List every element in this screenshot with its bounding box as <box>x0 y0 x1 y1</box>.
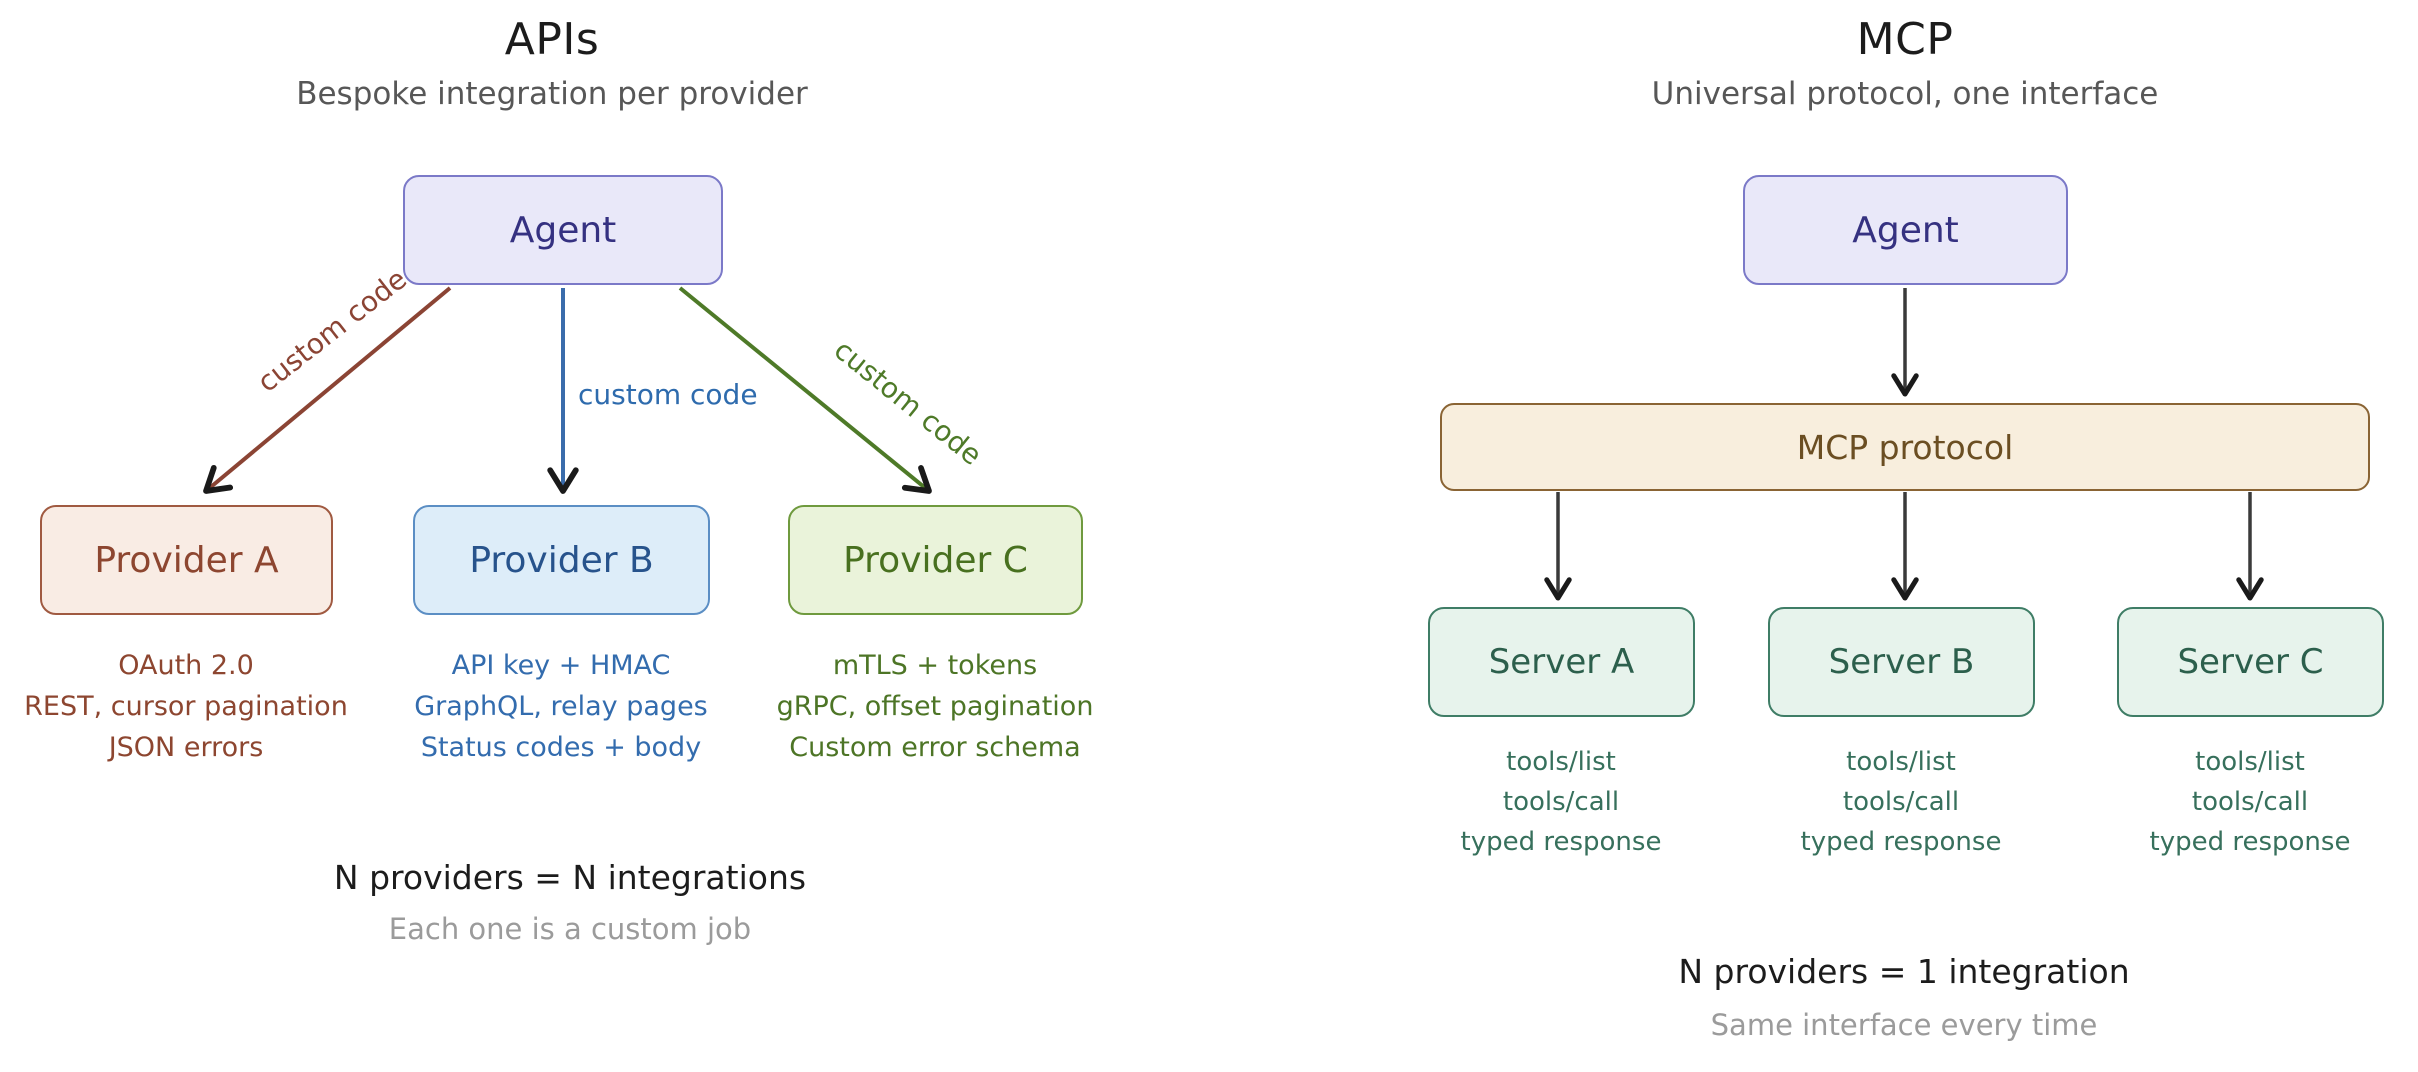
server-a-detail-line: typed response <box>1460 827 1662 857</box>
server-c-detail-line: typed response <box>2149 827 2351 857</box>
provider-c-detail-line: gRPC, offset pagination <box>776 691 1094 722</box>
server-b-detail-line: tools/list <box>1846 747 1956 777</box>
server-c-box: Server C <box>2117 607 2384 717</box>
mcp-protocol-box: MCP protocol <box>1440 403 2370 491</box>
provider-c-label: Provider C <box>843 539 1028 581</box>
server-c-label: Server C <box>2177 642 2324 682</box>
provider-a-detail-line: JSON errors <box>108 732 264 763</box>
agent-label-right: Agent <box>1852 209 1959 251</box>
left-summary: N providers = N integrations <box>333 858 807 897</box>
server-b-detail-line: tools/call <box>1842 787 1960 817</box>
edge-label-custom-code-b: custom code <box>578 378 758 411</box>
server-c-details: tools/list tools/call typed response <box>2050 742 2418 862</box>
edge-label-custom-code-c: custom code <box>827 333 989 472</box>
server-c-detail-line: tools/call <box>2191 787 2309 817</box>
server-b-box: Server B <box>1768 607 2035 717</box>
server-b-detail-line: typed response <box>1800 827 2002 857</box>
mcp-protocol-label: MCP protocol <box>1796 427 2014 467</box>
apis-title: APIs <box>504 14 600 65</box>
provider-b-detail-line: GraphQL, relay pages <box>414 691 708 722</box>
agent-box-right: Agent <box>1743 175 2068 285</box>
apis-subtitle: Bespoke integration per provider <box>296 76 808 112</box>
provider-b-label: Provider B <box>469 539 654 581</box>
provider-b-box: Provider B <box>413 505 710 615</box>
mcp-subtitle: Universal protocol, one interface <box>1651 76 2159 112</box>
server-a-details: tools/list tools/call typed response <box>1361 742 1761 862</box>
right-summary: N providers = 1 integration <box>1678 952 2130 991</box>
server-a-box: Server A <box>1428 607 1695 717</box>
server-a-label: Server A <box>1488 642 1635 682</box>
provider-a-label: Provider A <box>94 539 279 581</box>
agent-label-left: Agent <box>509 209 617 251</box>
provider-a-detail-line: REST, cursor pagination <box>24 691 348 722</box>
provider-c-box: Provider C <box>788 505 1083 615</box>
provider-c-detail-line: mTLS + tokens <box>832 650 1038 681</box>
right-summary-note: Same interface every time <box>1710 1008 2098 1042</box>
provider-a-box: Provider A <box>40 505 333 615</box>
agent-box-left: Agent <box>403 175 723 285</box>
provider-c-details: mTLS + tokens gRPC, offset pagination Cu… <box>735 645 1135 768</box>
edge-label-custom-code-a: custom code <box>251 262 413 399</box>
server-a-detail-line: tools/list <box>1506 747 1616 777</box>
left-summary-note: Each one is a custom job <box>388 912 752 946</box>
provider-b-detail-line: Status codes + body <box>420 732 702 763</box>
provider-a-details: OAuth 2.0 REST, cursor pagination JSON e… <box>0 645 386 768</box>
provider-c-detail-line: Custom error schema <box>789 732 1081 763</box>
server-a-detail-line: tools/call <box>1502 787 1620 817</box>
provider-a-detail-line: OAuth 2.0 <box>118 650 254 681</box>
server-c-detail-line: tools/list <box>2195 747 2305 777</box>
mcp-title: MCP <box>1856 14 1954 65</box>
server-b-label: Server B <box>1828 642 1975 682</box>
provider-b-detail-line: API key + HMAC <box>451 650 671 681</box>
server-b-details: tools/list tools/call typed response <box>1701 742 2101 862</box>
provider-b-details: API key + HMAC GraphQL, relay pages Stat… <box>361 645 761 768</box>
